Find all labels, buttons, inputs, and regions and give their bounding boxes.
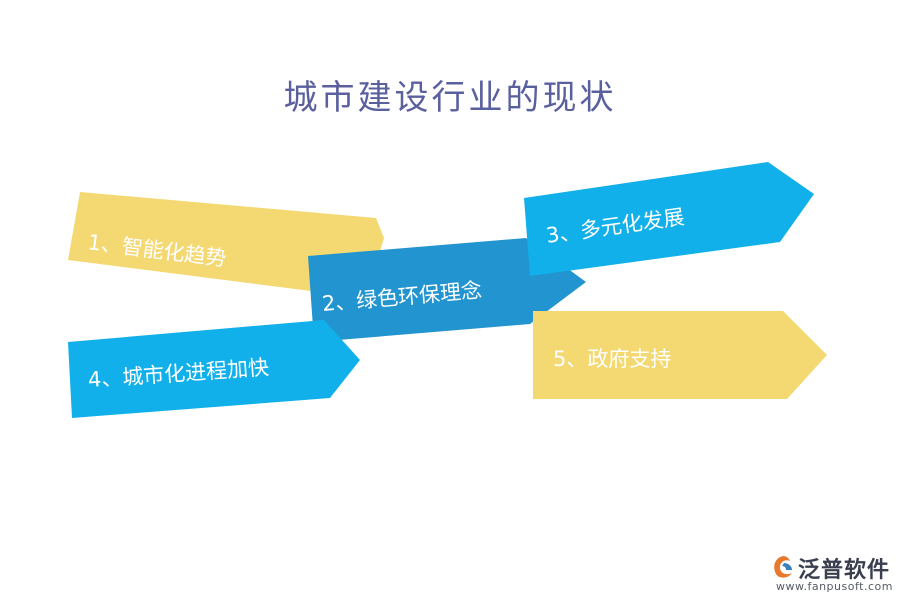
page-title: 城市建设行业的现状 bbox=[283, 78, 617, 118]
arrow-shape-2 bbox=[308, 238, 586, 342]
arrow-item-5: 5、政府支持 bbox=[533, 311, 828, 401]
brand-logo: 泛普软件 www.fanpusoft.com bbox=[770, 552, 895, 596]
arrow-item-1: 1、智能化趋势 bbox=[66, 190, 384, 300]
fanpu-logo-icon bbox=[774, 556, 792, 578]
arrow-label-5: 5、政府支持 bbox=[553, 347, 672, 371]
arrow-shape-4 bbox=[68, 320, 360, 418]
logo-name: 泛普软件 bbox=[798, 558, 891, 583]
arrow-shape-3 bbox=[524, 162, 814, 276]
arrow-shape-1 bbox=[68, 192, 384, 298]
arrow-item-3: 3、多元化发展 bbox=[524, 162, 814, 277]
arrow-item-2: 2、绿色环保理念 bbox=[308, 238, 588, 343]
logo-url: www.fanpusoft.com bbox=[776, 580, 893, 593]
arrow-item-4: 4、城市化进程加快 bbox=[68, 320, 363, 420]
arrow-shape-5 bbox=[533, 311, 827, 399]
